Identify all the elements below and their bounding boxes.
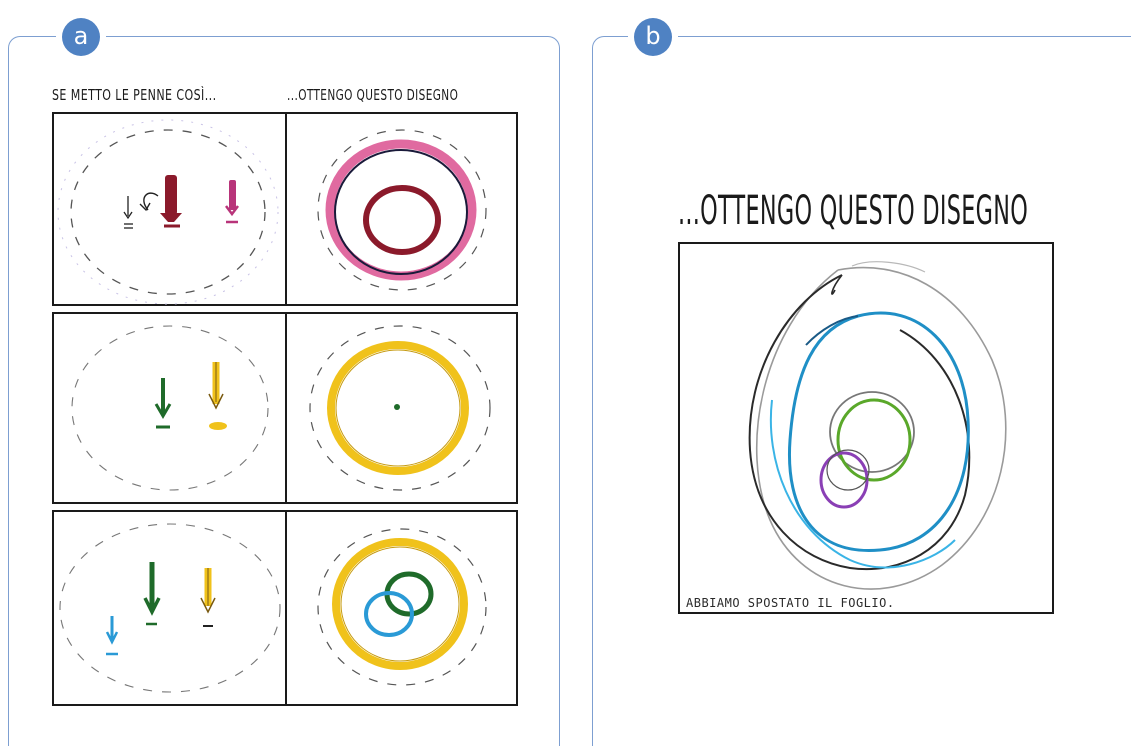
row3-pens-sketch [59, 523, 281, 693]
rotation-arrow [143, 192, 159, 211]
row2-result-drawing [309, 325, 491, 491]
black-ring [334, 149, 468, 275]
black-spiral [748, 274, 971, 571]
magenta-pen [229, 180, 236, 210]
panel-b-caption: ABBIAMO SPOSTATO IL FOGLIO. [686, 596, 895, 610]
row1-paper-outline [70, 129, 266, 295]
row3-result-drawing [317, 528, 487, 686]
green-ring [836, 398, 912, 482]
yellow-ring [327, 341, 469, 475]
yellow-ring-row3 [332, 538, 468, 670]
blue-ring-row3 [364, 591, 414, 637]
green-dot [394, 404, 400, 410]
row2-pens-sketch [71, 325, 269, 491]
panel-a-badge: a [62, 18, 100, 56]
panel-b-badge: b [634, 18, 672, 56]
dark-red-pen [165, 175, 177, 215]
row1-pens-sketch [57, 119, 279, 305]
row1-result-drawing [317, 129, 487, 291]
panel-b-title: ...OTTENGO QUESTO DISEGNO [678, 188, 1029, 234]
cell-row2-pens [52, 312, 287, 504]
blue-ring [787, 311, 970, 552]
panel-a-header-left: SE METTO LE PENNE COSÌ... [52, 86, 217, 104]
panel-a-frame [8, 36, 560, 746]
magenta-ring [325, 139, 477, 281]
panel-b-frame [592, 36, 1131, 746]
purple-ring [819, 451, 869, 509]
dark-red-ring [363, 185, 441, 255]
panel-a-header-right: ...OTTENGO QUESTO DISEGNO [287, 86, 459, 104]
cell-row3-pens [52, 510, 287, 706]
